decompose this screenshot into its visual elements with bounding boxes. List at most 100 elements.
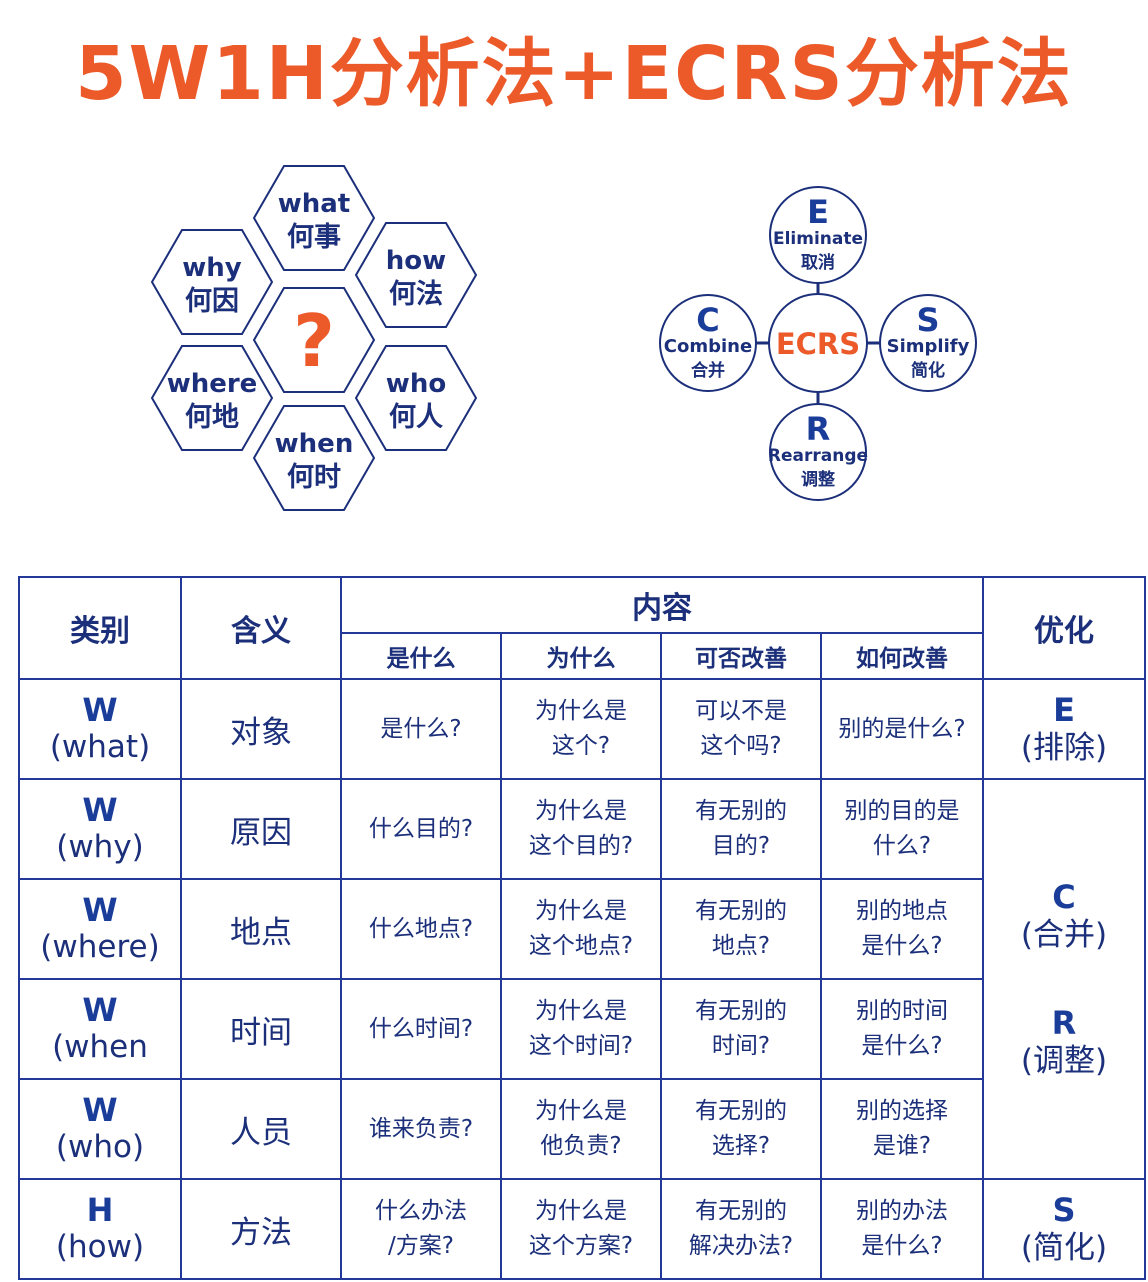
ecrs-node-en: Eliminate	[773, 229, 863, 249]
subheader-what: 是什么	[340, 632, 502, 680]
hexagon-label-zh: 何事	[287, 222, 341, 253]
cell-how-improve: 别的时间是什么?	[820, 978, 984, 1080]
hexagon-label-zh: 何法	[389, 279, 443, 310]
optimize-code: R	[1051, 1004, 1077, 1042]
category-cell: W(why)	[18, 778, 182, 880]
cell-text: 别的时间是什么?	[856, 998, 948, 1059]
cell-how-improve: 别的选择是谁?	[820, 1078, 984, 1180]
category-en: (why)	[56, 829, 144, 865]
cell-how-improve: 别的是什么?	[820, 678, 984, 780]
cell-why: 为什么是这个地点?	[500, 878, 662, 980]
ecrs-node-letter: C	[696, 301, 719, 339]
cell-text: 有无别的目的?	[695, 798, 787, 859]
header-row: 类别 含义 内容 优化	[18, 576, 1146, 680]
cell-text: 什么地点?	[368, 915, 474, 942]
ecrs-node-en: Rearrange	[768, 446, 868, 466]
cell-what: 什么地点?	[340, 878, 502, 980]
cell-can-improve: 有无别的地点?	[660, 878, 822, 980]
optimize-code: C	[1052, 878, 1076, 916]
circle-shape	[879, 294, 977, 392]
ecrs-node-letter: E	[807, 193, 829, 231]
cell-text: 别的地点是什么?	[856, 898, 948, 959]
category-code: W	[82, 791, 118, 829]
header-content: 内容	[340, 576, 984, 634]
cell-can-improve: 有无别的选择?	[660, 1078, 822, 1180]
cell-what: 是什么?	[340, 678, 502, 780]
category-cell: W(where)	[18, 878, 182, 980]
ecrs-circle-diagram: ECRSEEliminate取消CCombine合并SSimplify简化RRe…	[659, 186, 977, 501]
optimize-cell-s: S(简化)	[982, 1178, 1146, 1280]
subheader-why: 为什么	[500, 632, 662, 680]
category-en: (when	[52, 1029, 148, 1065]
header-category: 类别	[18, 576, 182, 680]
category-code: W	[82, 891, 118, 929]
optimize-label: (调整)	[1020, 1043, 1108, 1079]
hexagon-label-en: what	[278, 189, 351, 219]
hexagon-label-en: where	[167, 369, 258, 399]
category-cell: H(how)	[18, 1178, 182, 1280]
cell-text: 是什么?	[380, 715, 462, 742]
cell-why: 为什么是这个目的?	[500, 778, 662, 880]
ecrs-center-circle: ECRS	[768, 293, 868, 393]
category-en: (what)	[49, 729, 151, 765]
cell-can-improve: 有无别的时间?	[660, 978, 822, 1080]
meaning-cell: 地点	[180, 878, 342, 980]
ecrs-center-label: ECRS	[776, 327, 860, 361]
category-code: H	[86, 1191, 114, 1229]
meaning-cell: 原因	[180, 778, 342, 880]
cell-text: 为什么是他负责?	[535, 1098, 627, 1159]
cell-can-improve: 有无别的解决办法?	[660, 1178, 822, 1280]
meaning-cell: 方法	[180, 1178, 342, 1280]
cell-text: 谁来负责?	[368, 1115, 474, 1142]
page-title: 5W1H分析法+ECRS分析法	[75, 31, 1073, 117]
hexagon-label-en: why	[182, 253, 242, 283]
category-code: W	[82, 691, 118, 729]
category-cell: W(who)	[18, 1078, 182, 1180]
cell-text: 有无别的解决办法?	[688, 1198, 794, 1259]
hexagon-center: ?	[252, 287, 376, 393]
cell-text: 什么目的?	[368, 815, 474, 842]
cell-what: 什么时间?	[340, 978, 502, 1080]
table-row: W(what)对象是什么?为什么是这个?可以不是这个吗?别的是什么?E(排除)	[18, 678, 1146, 780]
cell-how-improve: 别的目的是什么?	[820, 778, 984, 880]
cell-what: 谁来负责?	[340, 1078, 502, 1180]
cell-what: 什么办法/方案?	[340, 1178, 502, 1280]
cell-text: 有无别的时间?	[695, 998, 787, 1059]
category-code: W	[82, 1091, 118, 1129]
hexagon-shape	[252, 165, 376, 271]
category-en: (where)	[40, 929, 160, 965]
hexagon-shape	[354, 222, 478, 328]
cell-text: 为什么是这个?	[535, 698, 627, 759]
circle-shape	[769, 403, 867, 501]
hexagon-shape	[150, 229, 274, 335]
cell-text: 有无别的地点?	[695, 898, 787, 959]
cell-text: 什么办法/方案?	[375, 1198, 467, 1259]
category-code: W	[82, 991, 118, 1029]
table-row: W(where)地点什么地点?为什么是这个地点?有无别的地点?别的地点是什么?	[18, 878, 1145, 980]
optimize-label: (合并)	[1020, 917, 1108, 953]
cell-text: 为什么是这个目的?	[528, 798, 634, 859]
cell-text: 别的目的是什么?	[844, 798, 960, 859]
table-row: W(who)人员谁来负责?为什么是他负责?有无别的选择?别的选择是谁?	[18, 1078, 1145, 1180]
table-row: H(how)方法什么办法/方案?为什么是这个方案?有无别的解决办法?别的办法是什…	[18, 1178, 1146, 1280]
ecrs-node-letter: R	[806, 410, 831, 448]
hexagon-shape	[252, 287, 376, 393]
ecrs-node-zh: 简化	[911, 360, 945, 381]
ecrs-node-zh: 合并	[691, 360, 725, 381]
hexagon-label-zh: 何因	[185, 286, 239, 317]
hexagon-shape	[354, 345, 478, 451]
cell-why: 为什么是这个?	[500, 678, 662, 780]
category-cell: W(when	[18, 978, 182, 1080]
circle-shape	[769, 186, 867, 284]
cell-text: 别的是什么?	[838, 715, 966, 742]
